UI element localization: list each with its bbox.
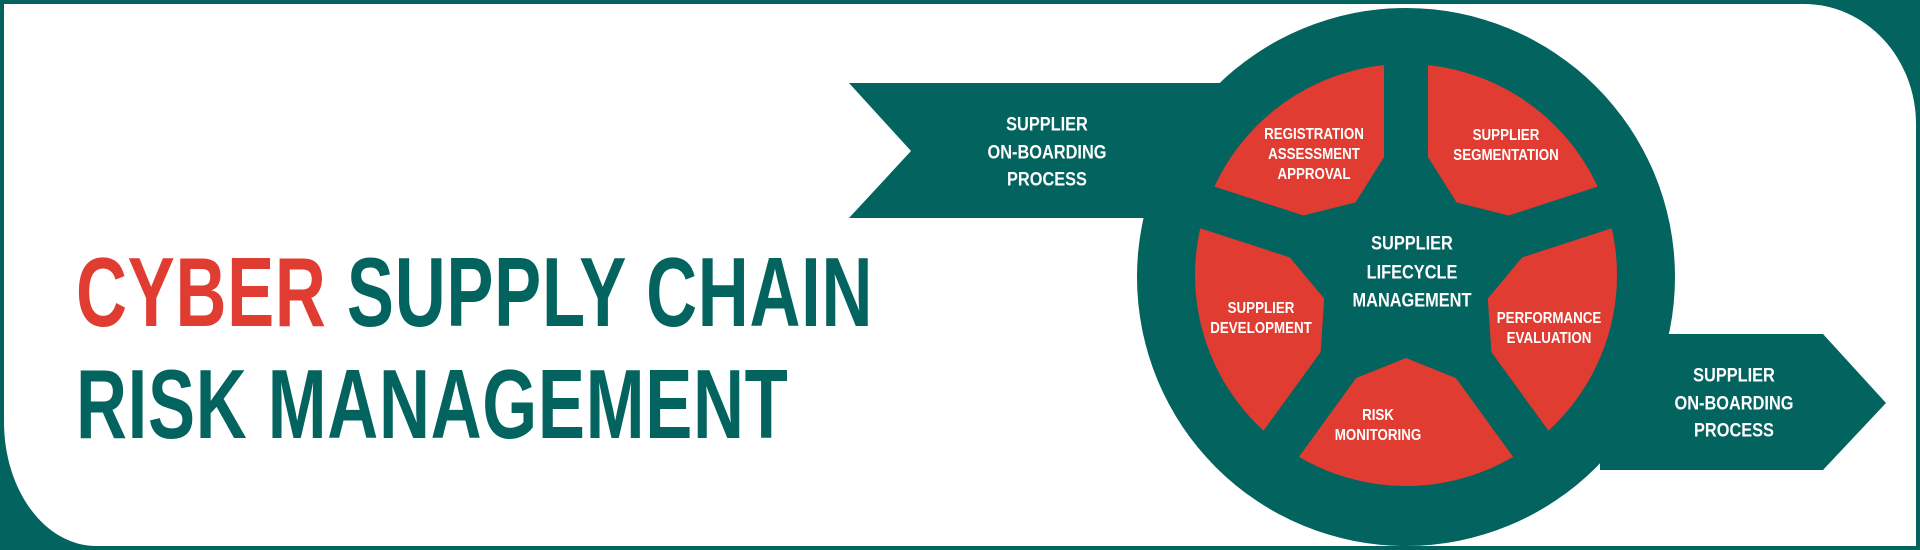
label-line: PROCESS [1694, 420, 1774, 442]
segment-performance: PERFORMANCE EVALUATION [1497, 309, 1601, 349]
label-line: ON-BOARDING [987, 142, 1107, 164]
label-line: DEVELOPMENT [1210, 320, 1312, 337]
label-line: RISK [1362, 406, 1394, 424]
label-line: SUPPLIER [1006, 114, 1088, 136]
title-line-2: RISK MANAGEMENT [76, 349, 789, 459]
label-line: ASSESSMENT [1268, 145, 1360, 163]
segment-development: SUPPLIER DEVELOPMENT [1210, 299, 1311, 339]
label-line: MANAGEMENT [1352, 290, 1472, 312]
label-line: PERFORMANCE [1496, 309, 1602, 327]
right-arrow-label: SUPPLIER ON-BOARDING PROCESS [1675, 363, 1794, 446]
title-line-1: CYBER SUPPLY CHAIN [76, 243, 873, 341]
label-line: MONITORING [1334, 427, 1422, 444]
label-line: EVALUATION [1506, 330, 1592, 347]
label-line: SEGMENTATION [1453, 147, 1559, 164]
left-arrow-label: SUPPLIER ON-BOARDING PROCESS [988, 112, 1107, 195]
title-accent: CYBER [76, 237, 327, 347]
label-line: APPROVAL [1277, 166, 1351, 184]
label-line: SUPPLIER [1227, 299, 1295, 317]
label-line: SUPPLIER [1472, 126, 1540, 144]
label-line: SUPPLIER [1371, 233, 1453, 255]
label-line: SUPPLIER [1693, 365, 1775, 387]
center-hub [1263, 122, 1549, 394]
title-rest: SUPPLY CHAIN [346, 237, 874, 347]
segment-registration: REGISTRATION ASSESSMENT APPROVAL [1264, 125, 1364, 185]
segment-segmentation: SUPPLIER SEGMENTATION [1453, 126, 1558, 166]
label-line: ON-BOARDING [1674, 393, 1794, 415]
right-arrow-banner [1600, 334, 1886, 470]
center-label: SUPPLIER LIFECYCLE MANAGEMENT [1353, 230, 1472, 316]
label-line: LIFECYCLE [1366, 261, 1458, 283]
segment-risk-monitoring: RISK MONITORING [1335, 406, 1421, 446]
label-line: REGISTRATION [1264, 125, 1364, 143]
label-line: PROCESS [1007, 169, 1087, 191]
